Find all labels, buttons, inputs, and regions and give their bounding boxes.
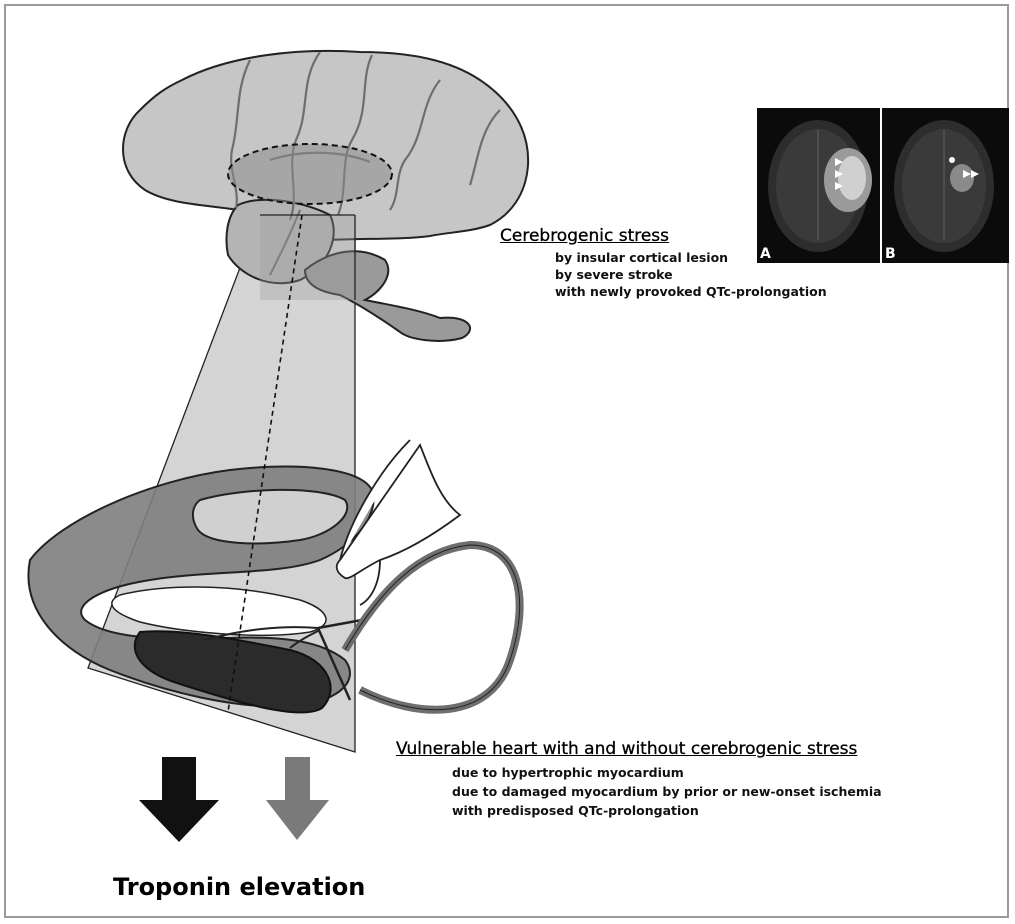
mri-label-a: A bbox=[760, 246, 771, 262]
cerebrogenic-line-3: with newly provoked QTc-prolongation bbox=[555, 283, 827, 300]
cerebrogenic-line-2: by severe stroke bbox=[555, 266, 673, 283]
vulnerable-heading: Vulnerable heart with and without cerebr… bbox=[396, 739, 857, 759]
cerebrogenic-line-1: by insular cortical lesion bbox=[555, 249, 728, 266]
outcome-label: Troponin elevation bbox=[113, 873, 365, 901]
vulnerable-line-3: with predisposed QTc-prolongation bbox=[452, 802, 699, 819]
insula-region bbox=[228, 144, 392, 204]
mri-panel-b bbox=[882, 108, 1009, 263]
black-down-arrow bbox=[139, 757, 219, 842]
gray-down-arrow bbox=[266, 757, 329, 840]
vulnerable-line-1: due to hypertrophic myocardium bbox=[452, 764, 684, 781]
mri-panel-a bbox=[757, 108, 880, 263]
cerebrogenic-heading: Cerebrogenic stress bbox=[500, 226, 669, 246]
mri-label-b: B bbox=[885, 246, 896, 262]
vulnerable-line-2: due to damaged myocardium by prior or ne… bbox=[452, 783, 882, 800]
